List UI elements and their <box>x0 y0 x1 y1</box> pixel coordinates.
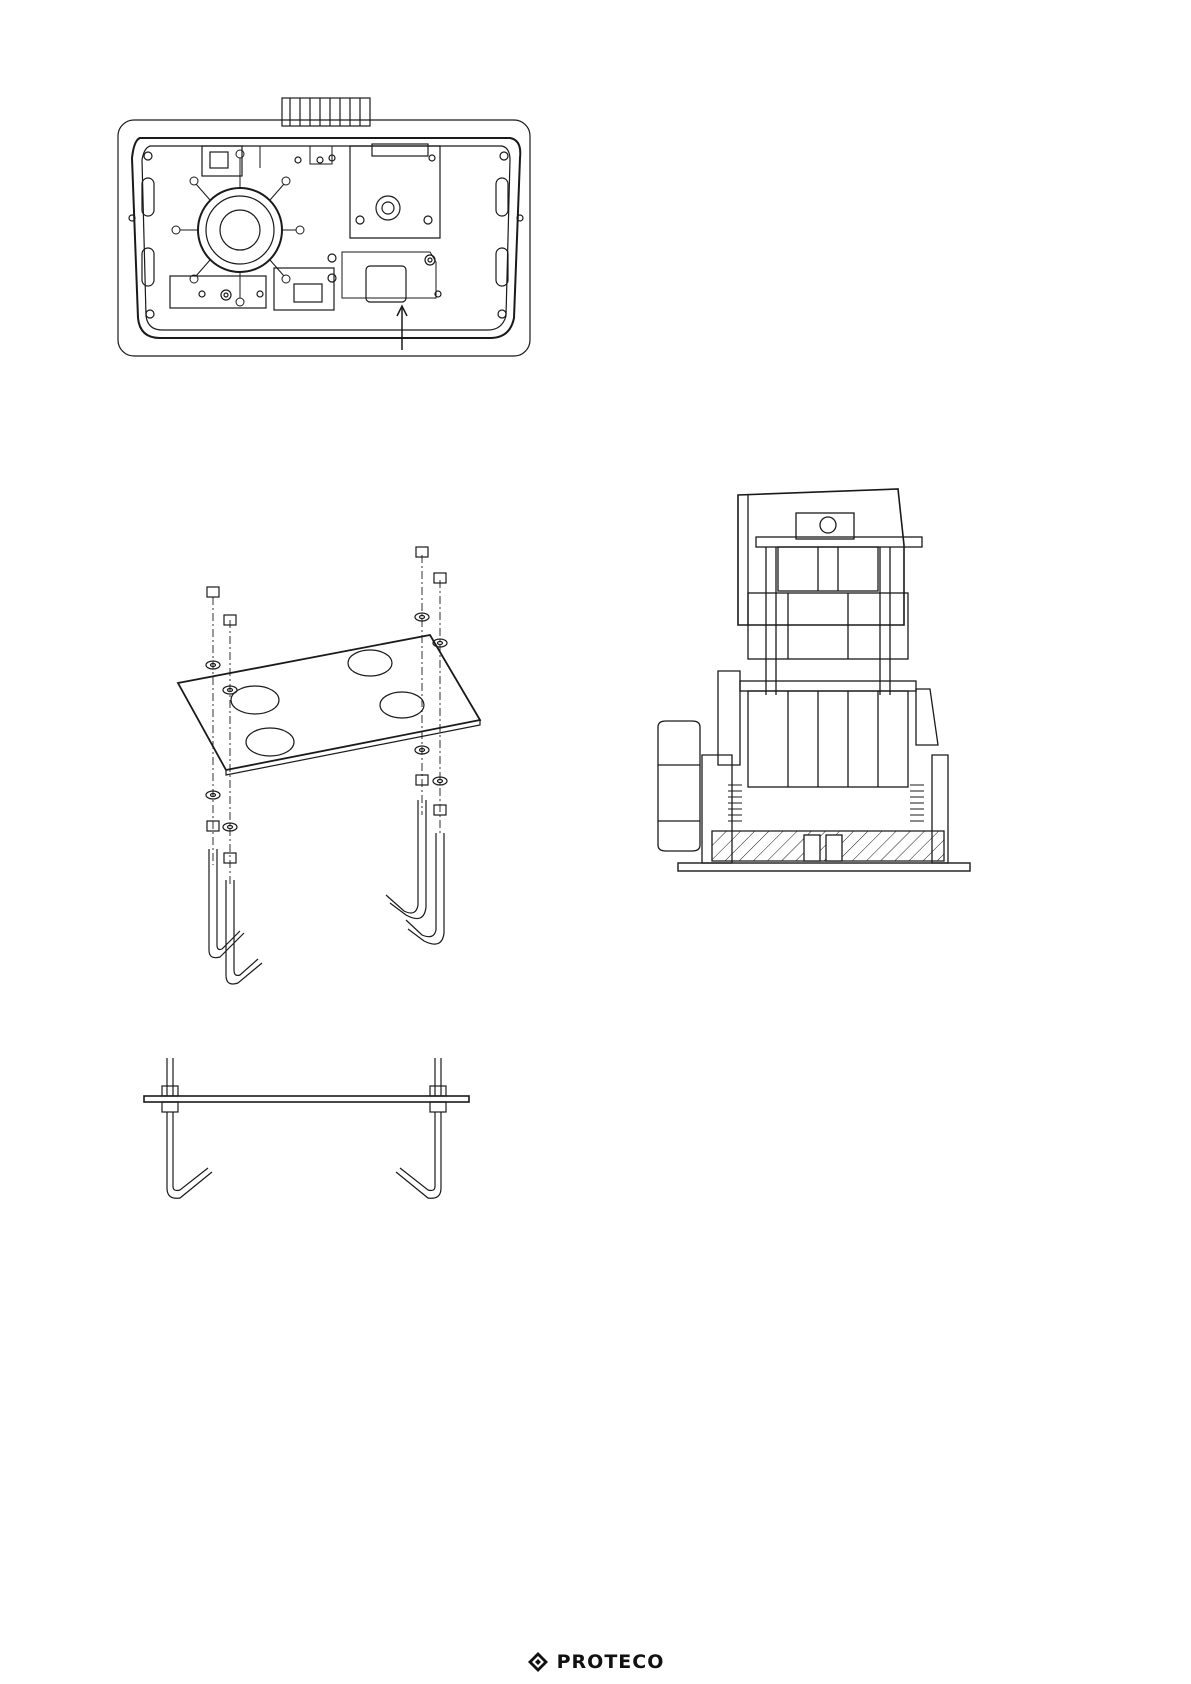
motor-base-top-view <box>110 88 540 388</box>
footer-brand: PROTECO <box>0 1642 1191 1682</box>
gate-motor-cross-section <box>648 485 988 885</box>
brand-name: PROTECO <box>557 1651 665 1673</box>
anchor-plate-exploded-view <box>170 535 490 990</box>
gear-icon <box>282 98 370 126</box>
anchor-plate-side-view <box>140 1050 480 1210</box>
proteco-diamond-logo-icon <box>527 1651 549 1673</box>
